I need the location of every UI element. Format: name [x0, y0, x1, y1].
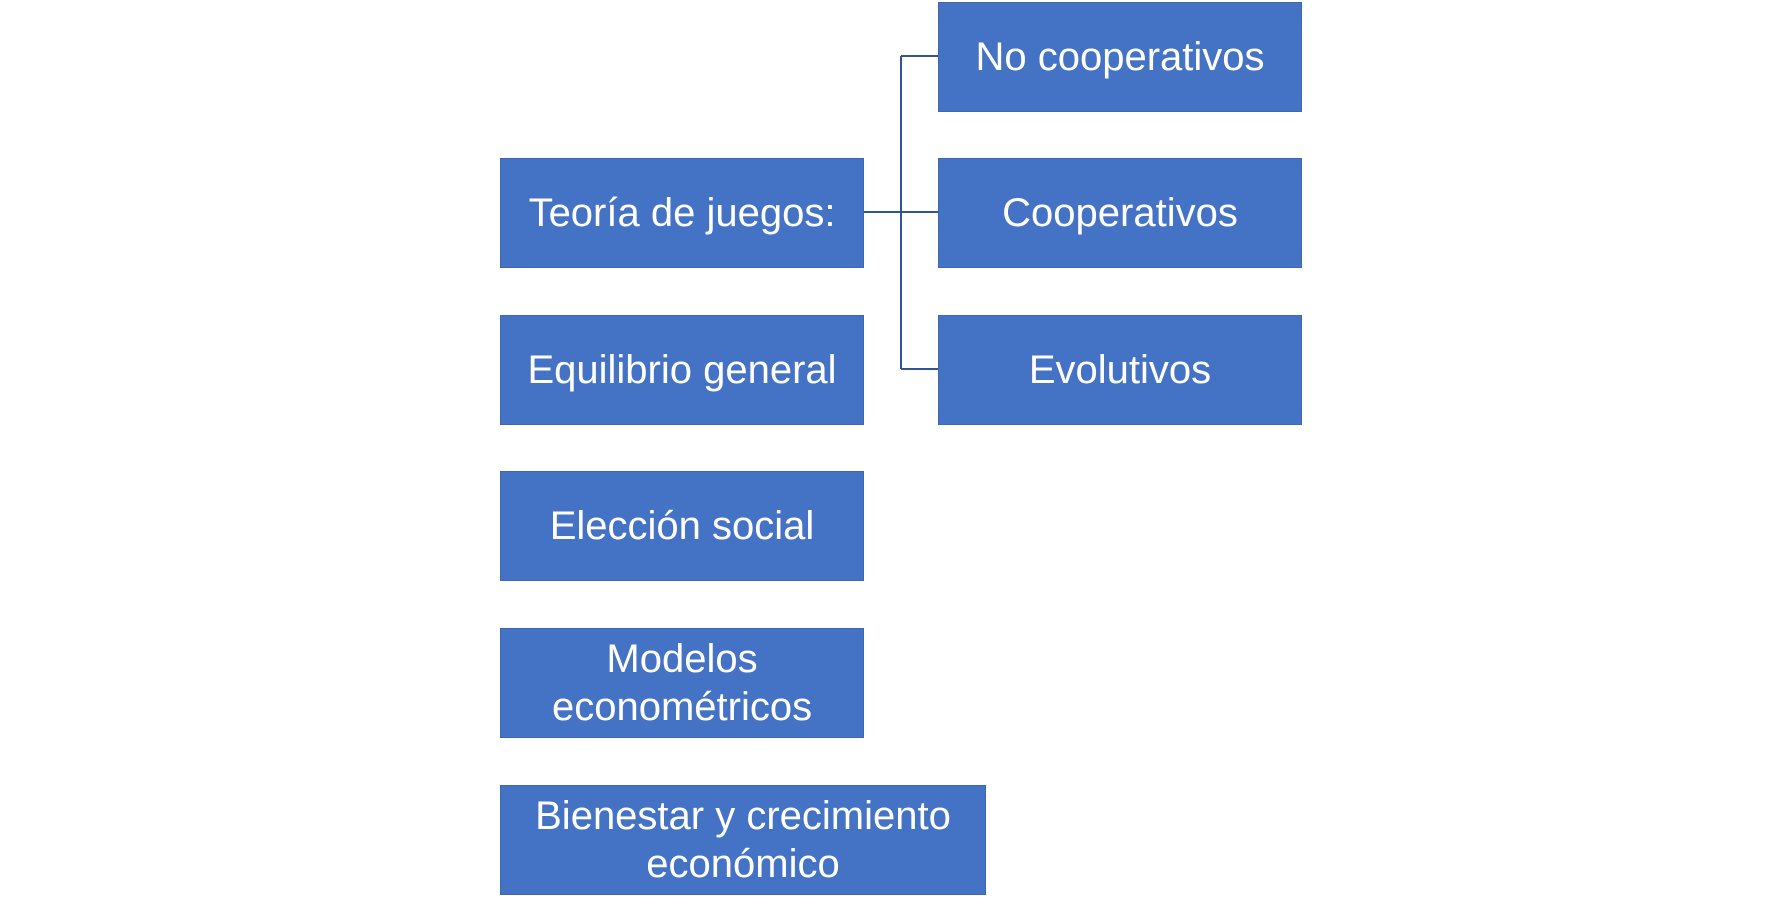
node-eleccion-social-label: Elección social — [549, 504, 815, 548]
node-modelos-econometricos-label: Modelos econométricos — [551, 637, 813, 729]
node-equilibrio-general-label: Equilibrio general — [527, 348, 837, 392]
node-cooperativos-label: Cooperativos — [1002, 191, 1238, 235]
node-teoria-de-juegos: Teoría de juegos: — [500, 158, 864, 268]
node-evolutivos: Evolutivos — [938, 315, 1302, 425]
node-equilibrio-general: Equilibrio general — [500, 315, 864, 425]
node-teoria-de-juegos-label: Teoría de juegos: — [528, 191, 836, 235]
node-eleccion-social: Elección social — [500, 471, 864, 581]
node-no-cooperativos-label: No cooperativos — [975, 35, 1265, 79]
node-modelos-econometricos: Modelos econométricos — [500, 628, 864, 738]
node-evolutivos-label: Evolutivos — [1028, 348, 1212, 392]
node-bienestar-crecimiento-label: Bienestar y crecimiento económico — [535, 794, 951, 886]
node-bienestar-crecimiento: Bienestar y crecimiento económico — [500, 785, 986, 895]
node-cooperativos: Cooperativos — [938, 158, 1302, 268]
node-no-cooperativos: No cooperativos — [938, 2, 1302, 112]
